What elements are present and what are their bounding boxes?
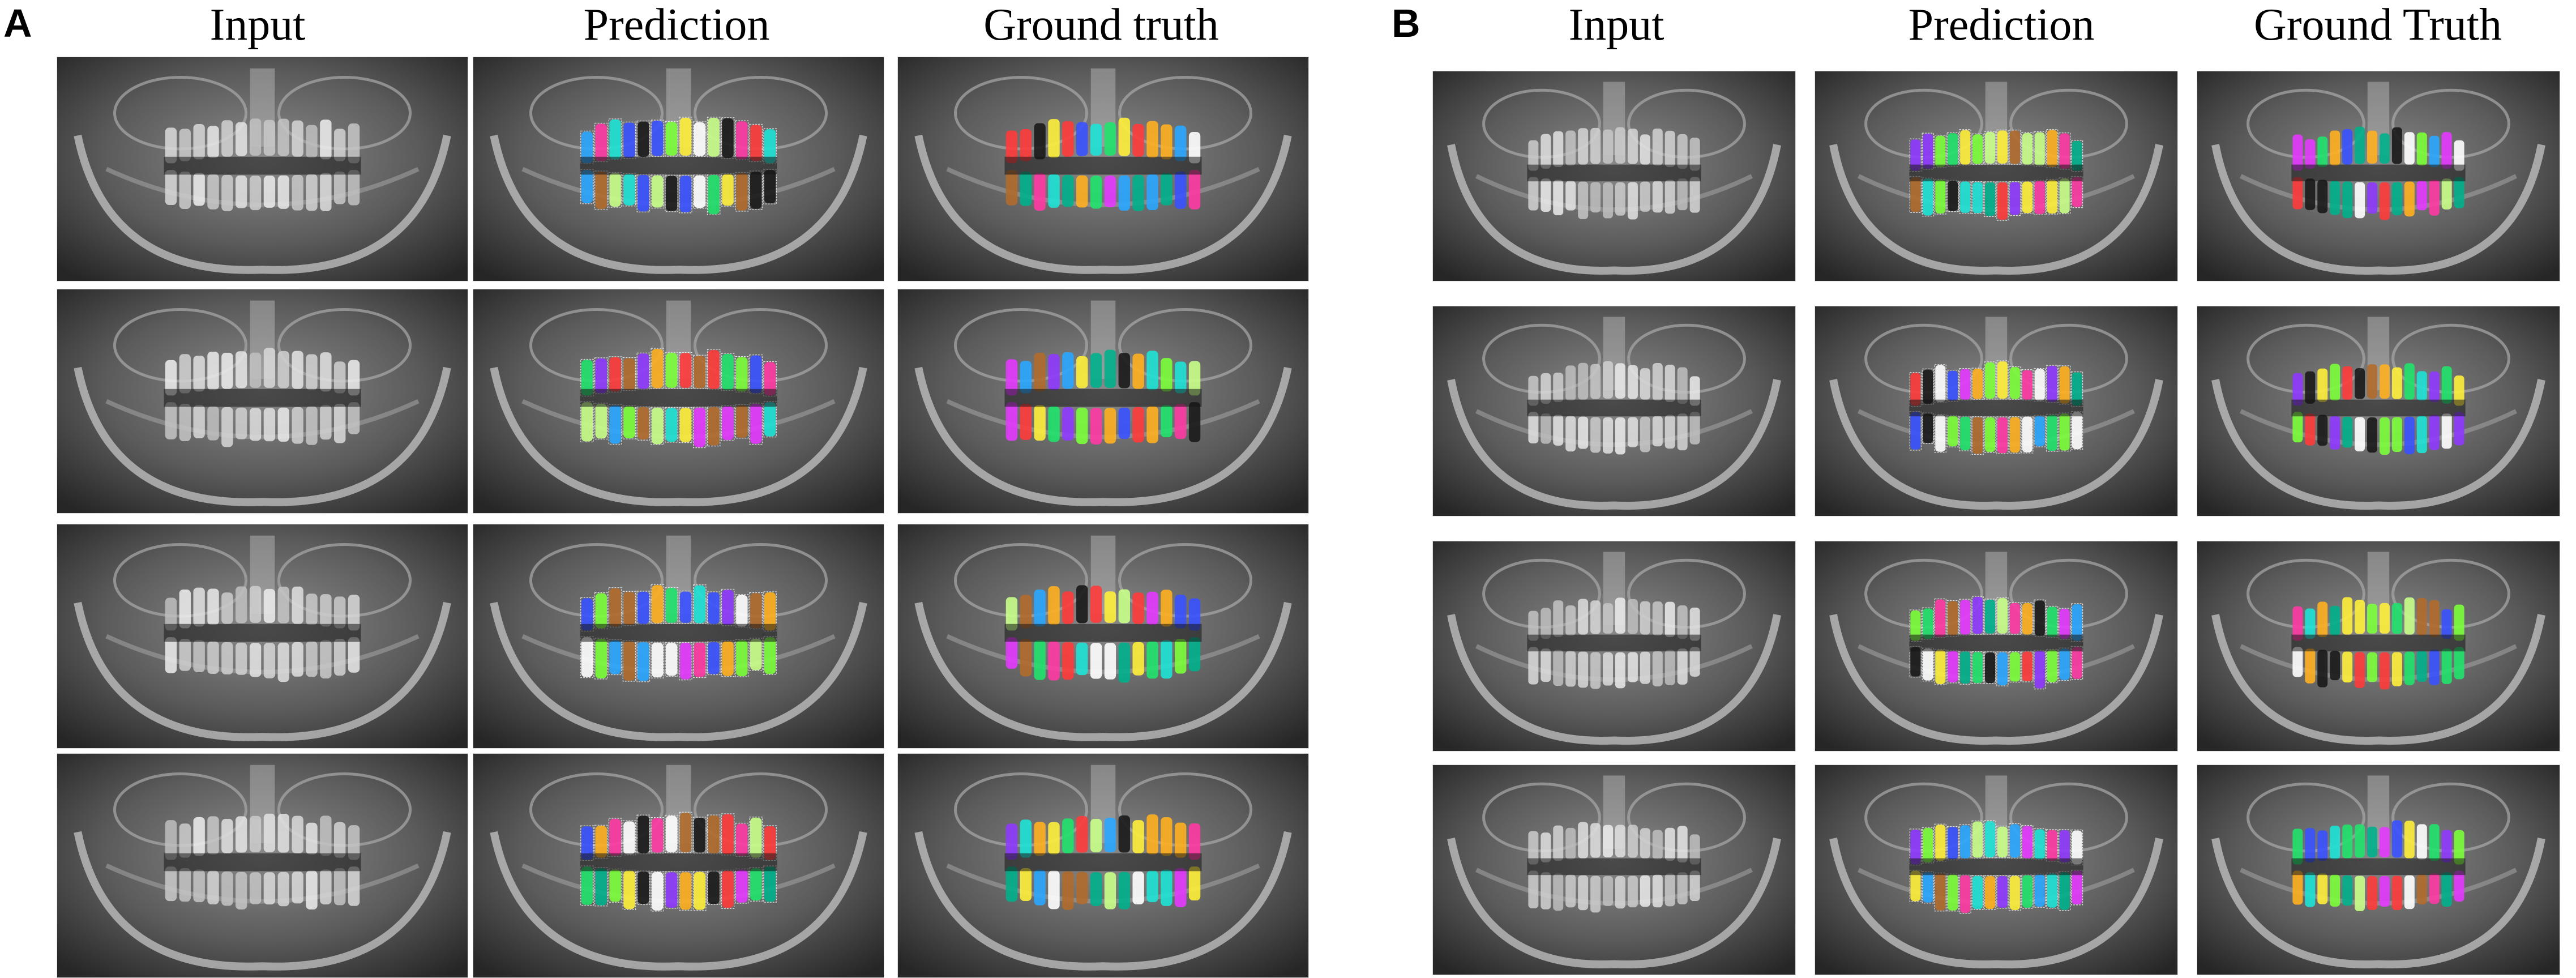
panel-letter-b: B	[1392, 1, 1420, 45]
panel-b-header-input: Input	[1568, 0, 1664, 50]
panel-a-header-ground-truth: Ground truth	[983, 0, 1219, 50]
radiograph-image	[1432, 541, 1796, 751]
ground-truth-segmentation-image	[2197, 306, 2560, 516]
panel-letter-a: A	[3, 1, 32, 45]
predicted-segmentation-image	[473, 753, 884, 978]
panel-b-header-ground-truth: Ground Truth	[2254, 0, 2502, 50]
radiograph-image	[1432, 306, 1796, 516]
radiograph-image	[1432, 71, 1796, 281]
predicted-segmentation-image	[1815, 306, 2178, 516]
panel-a-header-prediction: Prediction	[583, 0, 770, 50]
radiograph-image	[57, 524, 468, 749]
ground-truth-segmentation-image	[2197, 71, 2560, 281]
predicted-segmentation-image	[473, 524, 884, 749]
ground-truth-segmentation-image	[897, 57, 1309, 281]
ground-truth-segmentation-image	[897, 524, 1309, 749]
ground-truth-segmentation-image	[897, 753, 1309, 978]
ground-truth-segmentation-image	[897, 289, 1309, 514]
ground-truth-segmentation-image	[2197, 541, 2560, 751]
panel-b-header-prediction: Prediction	[1908, 0, 2095, 50]
radiograph-image	[57, 289, 468, 514]
predicted-segmentation-image	[473, 289, 884, 514]
radiograph-image	[57, 57, 468, 281]
predicted-segmentation-image	[473, 57, 884, 281]
panel-a-header-input: Input	[209, 0, 306, 50]
radiograph-image	[57, 753, 468, 978]
predicted-segmentation-image	[1815, 71, 2178, 281]
ground-truth-segmentation-image	[2197, 765, 2560, 975]
radiograph-image	[1432, 765, 1796, 975]
predicted-segmentation-image	[1815, 541, 2178, 751]
predicted-segmentation-image	[1815, 765, 2178, 975]
